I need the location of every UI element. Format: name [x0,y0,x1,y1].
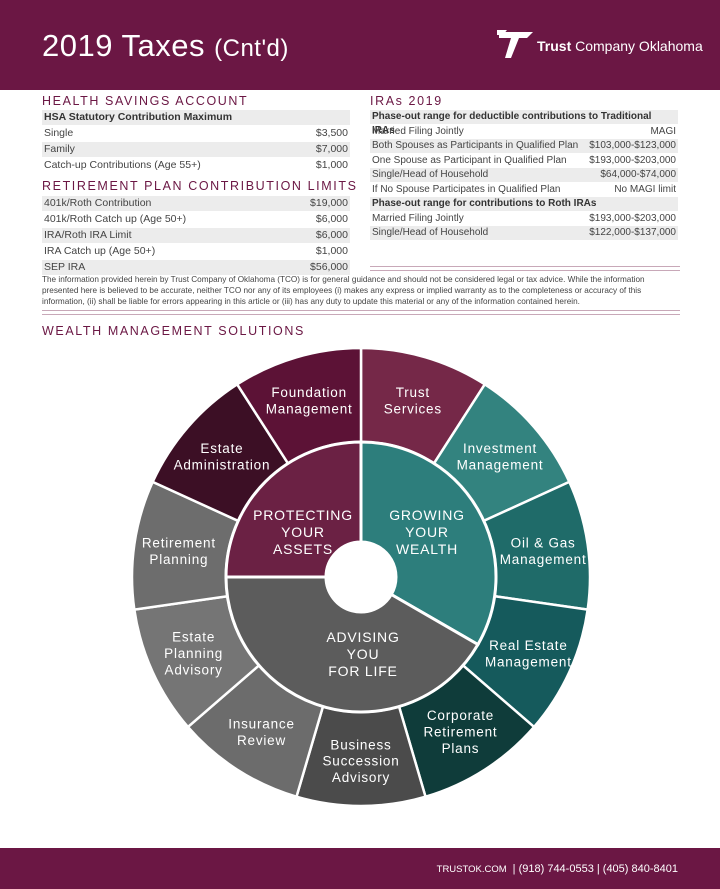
wheel-outer-label: Retirement [142,535,216,550]
table-row: Single/Head of Household$122,000-$137,00… [370,226,678,241]
table-row: Single$3,500 [42,126,350,142]
wheel-inner-label: YOUR [405,524,449,540]
wheel-outer-label: Investment [463,441,537,456]
page-title-main: 2019 Taxes [42,28,205,63]
table-row: Single/Head of Household$64,000-$74,000 [370,168,678,183]
table-row: Both Spouses as Participants in Qualifie… [370,139,678,154]
footer-banner: TRUSTOK.COM | (918) 744-0553 | (405) 840-… [0,848,720,889]
table-row: 401k/Roth Contribution$19,000 [42,196,350,212]
table-row: IRA Catch up (Age 50+)$1,000 [42,244,350,260]
wheel-center [326,542,396,612]
wheel-outer-label: Succession [322,754,399,769]
table-row: SEP IRA$56,000 [42,260,350,276]
logo-name-bold: Trust [537,38,572,54]
retirement-table: 401k/Roth Contribution$19,000 401k/Roth … [42,196,350,276]
wheel-inner-label: WEALTH [396,541,458,557]
wheel-outer-label: Advisory [332,770,390,785]
wheel-outer-label: Real Estate [489,638,568,653]
wheel-inner-label: ASSETS [273,541,333,557]
hsa-title: HEALTH SAVINGS ACCOUNT [42,94,249,108]
divider [42,310,680,315]
wheel-outer-label: Planning [149,552,208,567]
page-title-suffix: (Cnt'd) [214,35,289,62]
wheel-outer-label: Foundation [271,385,347,400]
footer-website[interactable]: TRUSTOK.COM [436,864,507,875]
table-row: Married Filing Jointly$193,000-$203,000 [370,212,678,226]
wheel-inner-label: FOR LIFE [328,663,397,679]
table-row: IRA/Roth IRA Limit$6,000 [42,228,350,244]
wheel-outer-label: Services [384,401,442,416]
wheel-outer-label: Insurance [228,716,295,731]
wheel-outer-label: Planning [164,646,223,661]
wheel-outer-label: Administration [174,457,271,472]
wheel-outer-label: Management [266,401,353,416]
wheel-outer-label: Estate [172,630,215,645]
wheel-outer-label: Trust [396,385,430,400]
wealth-title: WEALTH MANAGEMENT SOLUTIONS [42,324,305,338]
footer-phones: | (918) 744-0553 | (405) 840-8401 [512,863,678,875]
wheel-outer-label: Retirement [423,725,497,740]
table-row: 401k/Roth Catch up (Age 50+)$6,000 [42,212,350,228]
wheel-outer-label: Estate [200,441,243,456]
logo-name-rest: Company Oklahoma [575,38,703,54]
iras-table: Phase-out range for deductible contribut… [370,110,678,241]
table-row: Family$7,000 [42,142,350,158]
wheel-outer-label: Oil & Gas [511,535,576,550]
wheel-inner-label: PROTECTING [253,507,353,523]
wheel-outer-label: Business [330,737,391,752]
retirement-title: RETIREMENT PLAN CONTRIBUTION LIMITS [42,179,358,193]
wheel-inner-label: ADVISING [326,629,399,645]
iras-table-head-traditional: Phase-out range for deductible contribut… [370,110,678,136]
page-title: 2019 Taxes (Cnt'd) [42,28,289,64]
wheel-outer-label: Management [500,552,587,567]
hsa-table: HSA Statutory Contribution Maximum Singl… [42,110,350,174]
table-row: Catch-up Contributions (Age 55+)$1,000 [42,158,350,174]
wheel-outer-label: Management [485,654,572,669]
wheel-inner-label: YOU [347,646,380,662]
header-banner: 2019 Taxes (Cnt'd) Trust Company Oklahom… [0,0,720,90]
wheel-outer-label: Review [237,733,286,748]
divider [370,266,680,271]
wheel-outer-label: Corporate [427,708,494,723]
wheel-inner-label: GROWING [389,507,465,523]
wheel-outer-label: Advisory [165,663,223,678]
wheel-inner-label: YOUR [281,524,325,540]
iras-title: IRAs 2019 [370,94,443,108]
table-row: One Spouse as Participant in Qualified P… [370,154,678,168]
hsa-table-head: HSA Statutory Contribution Maximum [42,110,350,126]
table-row: If No Spouse Participates in Qualified P… [370,183,678,197]
logo-mark-icon [497,30,533,58]
footer-contact: TRUSTOK.COM | (918) 744-0553 | (405) 840-… [437,863,678,875]
wheel-outer-label: Plans [442,741,480,756]
wheel-outer-label: Management [457,457,544,472]
disclaimer-text: The information provided herein by Trust… [42,275,645,306]
iras-table-head-roth: Phase-out range for contributions to Rot… [370,197,678,212]
